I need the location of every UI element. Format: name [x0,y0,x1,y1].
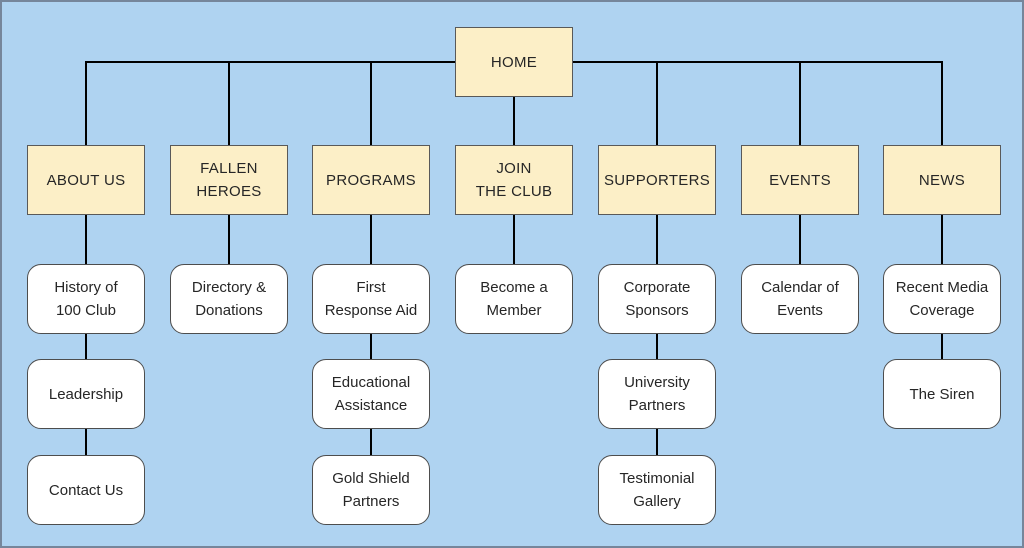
connector-line [85,429,87,455]
connector-line [370,61,372,145]
connector-line [513,215,515,264]
node-label: PROGRAMS [326,171,416,189]
node-label: EVENTS [769,171,831,189]
node-supporters[interactable]: SUPPORTERS [598,145,716,215]
node-fallen-heroes[interactable]: FALLEN HEROES [170,145,288,215]
node-label: History of [54,279,118,296]
node-label: SUPPORTERS [603,171,711,189]
connector-line [370,429,372,455]
node-label: Response Aid [324,302,418,319]
connector-line [513,61,515,145]
node-label: 100 Club [55,302,117,319]
node-label: Partners [628,397,686,414]
node-label: FALLEN [200,160,258,177]
node-label: Sponsors [625,302,689,319]
node-directory-donations[interactable]: Directory & Donations [170,264,288,334]
node-label: Assistance [334,397,408,414]
connector-line [370,215,372,264]
node-calendar-of-events[interactable]: Calendar of Events [741,264,859,334]
node-label: Member [486,302,542,319]
connector-line [85,215,87,264]
connector-line [656,215,658,264]
node-contact-us[interactable]: Contact Us [27,455,145,525]
connector-line [85,334,87,359]
node-label: Gallery [633,493,681,510]
node-label: Contact Us [48,481,124,499]
node-label: Events [777,302,823,319]
connector-line [941,61,943,145]
node-label: Corporate [623,279,691,296]
node-label: HEROES [196,183,262,200]
node-programs[interactable]: PROGRAMS [312,145,430,215]
node-label: Educational [331,374,411,391]
connector-line [85,61,87,145]
node-home[interactable]: HOME [455,27,573,97]
node-leadership[interactable]: Leadership [27,359,145,429]
connector-line [941,334,943,359]
node-label: The Siren [909,385,975,403]
node-events[interactable]: EVENTS [741,145,859,215]
connector-line [656,334,658,359]
node-label: Coverage [909,302,975,319]
node-label: Gold Shield [332,470,410,487]
node-history-of-100-club[interactable]: History of 100 Club [27,264,145,334]
connector-line [656,429,658,455]
node-label: HOME [490,53,538,71]
node-become-a-member[interactable]: Become a Member [455,264,573,334]
node-label: Leadership [48,385,124,403]
node-label: Directory & [191,279,267,296]
node-label: Become a [480,279,548,296]
node-label: University [624,374,690,391]
connector-line [799,61,801,145]
node-label: ABOUT US [46,171,126,189]
node-label: THE CLUB [475,183,553,200]
connector-line [799,215,801,264]
node-label: Partners [342,493,400,510]
node-about-us[interactable]: ABOUT US [27,145,145,215]
connector-line [656,61,658,145]
connector-line [370,334,372,359]
node-label: Calendar of [761,279,839,296]
connector-line [228,61,230,145]
connector-line [228,215,230,264]
node-label: Testimonial [619,470,695,487]
node-label: NEWS [918,171,966,189]
node-the-siren[interactable]: The Siren [883,359,1001,429]
node-label: JOIN [496,160,532,177]
node-label: Recent Media [895,279,989,296]
node-news[interactable]: NEWS [883,145,1001,215]
node-label: Donations [195,302,263,319]
node-label: First [356,279,386,296]
connector-line [941,215,943,264]
node-join-the-club[interactable]: JOIN THE CLUB [455,145,573,215]
